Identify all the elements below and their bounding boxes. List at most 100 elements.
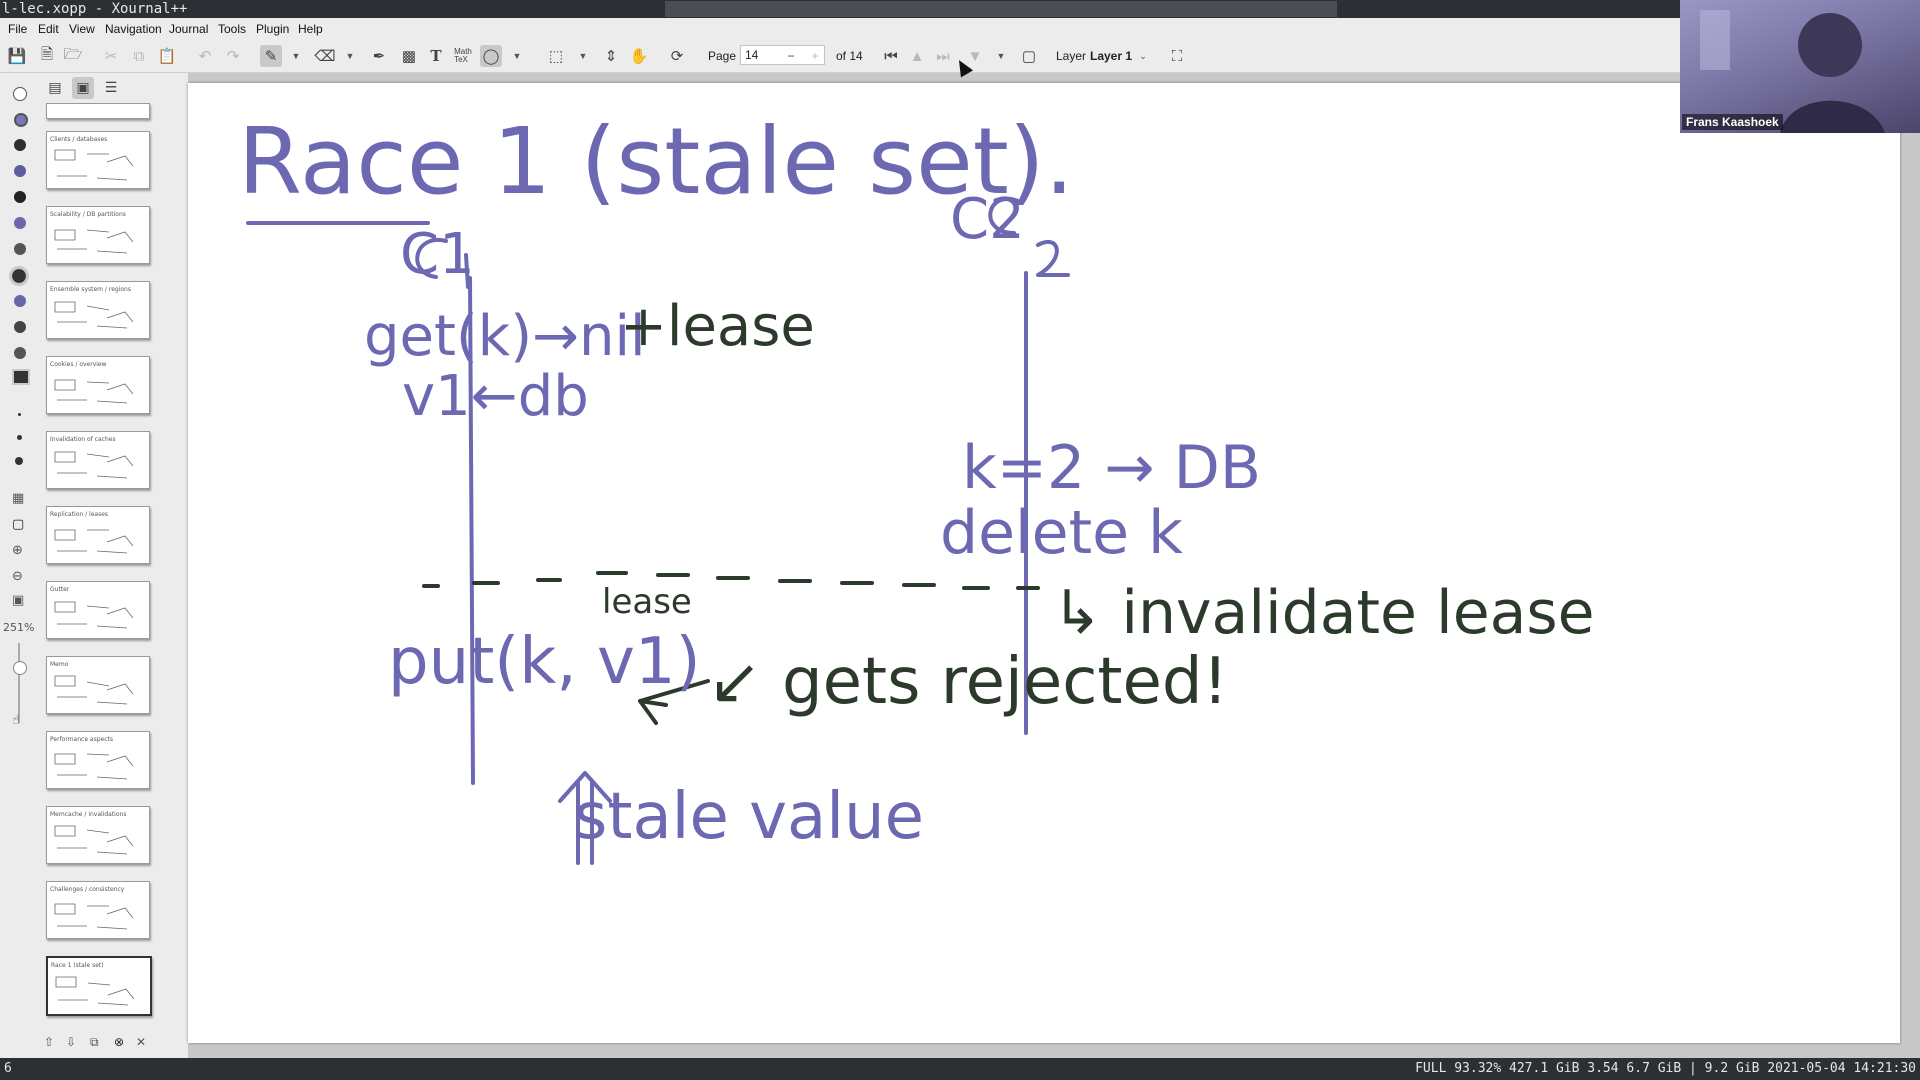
color-dark[interactable] <box>14 191 26 203</box>
fit-page-icon[interactable]: ▢ <box>12 517 25 532</box>
page-thumbnail[interactable]: Gutter <box>46 581 150 639</box>
size-tiny-icon[interactable] <box>18 413 21 416</box>
last-page-icon[interactable]: ▼ <box>967 47 983 65</box>
size-small-icon[interactable] <box>17 435 22 440</box>
size-medium-icon[interactable] <box>15 457 23 465</box>
next-page-icon[interactable]: ⏭ <box>936 47 950 65</box>
thumbnail-ink <box>54 229 134 254</box>
layer-select[interactable]: Layer 1 <box>1090 49 1133 63</box>
page-number-input[interactable]: 14 <box>740 45 825 65</box>
eraser-icon[interactable]: ⌫ <box>314 48 336 65</box>
zoom-fit-icon[interactable]: ▣ <box>12 593 25 608</box>
layer-dropdown-icon[interactable]: ⌄ <box>1139 50 1147 61</box>
hand-tool-icon[interactable]: ☝ <box>12 713 20 728</box>
redo-icon[interactable]: ↷ <box>226 48 240 65</box>
menu-view[interactable]: View <box>69 22 95 36</box>
eraser-dropdown-icon[interactable]: ▼ <box>345 51 355 61</box>
color-purple-light[interactable] <box>14 113 28 127</box>
color-black[interactable] <box>14 139 26 151</box>
color-slate[interactable] <box>14 347 26 359</box>
highlighter-icon[interactable]: ✒ <box>372 48 386 65</box>
journal-page[interactable]: Race 1 (stale set). C1 C2 get(k)→nil +le… <box>188 83 1900 1043</box>
vertical-space-icon[interactable]: ⇕ <box>604 48 618 65</box>
thumbnail-caption: Race 1 (stale set) <box>51 962 104 969</box>
shapes-dropdown-icon[interactable]: ▼ <box>512 51 522 61</box>
zoom-in-icon[interactable]: ⊕ <box>12 543 23 558</box>
canvas-area[interactable]: Race 1 (stale set). C1 C2 get(k)→nil +le… <box>188 56 1920 1058</box>
pen-icon[interactable]: ✎ <box>260 45 282 67</box>
tab-page-preview-icon[interactable]: ▤ <box>48 80 62 96</box>
color-violet[interactable] <box>14 217 26 229</box>
page-thumbnail[interactable]: Scalability / DB partitions <box>46 206 150 264</box>
page-thumbnail[interactable]: Challenges / consistency <box>46 881 150 939</box>
menu-edit[interactable]: Edit <box>38 22 59 36</box>
menu-tools[interactable]: Tools <box>218 22 247 36</box>
page-thumbnail[interactable]: Replication / leases <box>46 506 150 564</box>
move-page-up-icon[interactable]: ⇧ <box>44 1035 55 1049</box>
text-icon[interactable]: T <box>430 47 442 65</box>
open-icon[interactable]: 🗁 <box>63 45 83 63</box>
page-thumbnail[interactable]: Performance aspects <box>46 731 150 789</box>
tab-page-thumbnails-icon[interactable]: ▣ <box>72 77 94 99</box>
copy-icon[interactable]: ⧉ <box>133 47 145 65</box>
color-gray[interactable] <box>14 243 26 255</box>
color-purple[interactable] <box>14 165 26 177</box>
delete-page-icon[interactable]: ⊗ <box>114 1035 125 1049</box>
page-thumbnail[interactable]: Memcache / invalidations <box>46 806 150 864</box>
close-sidebar-icon[interactable]: ✕ <box>136 1035 147 1049</box>
zoom-out-icon[interactable]: ⊖ <box>12 569 23 584</box>
grid-icon[interactable]: ▦ <box>12 491 25 506</box>
select-dropdown-icon[interactable]: ▼ <box>578 51 588 61</box>
move-page-down-icon[interactable]: ⇩ <box>66 1035 77 1049</box>
page-thumbnail[interactable]: Clients / databases <box>46 131 150 189</box>
thumbnail-sketch: Race 1 (stale set) <box>51 962 135 1006</box>
tab-layers-icon[interactable]: ☰ <box>104 80 118 96</box>
fill-swatch[interactable] <box>12 369 30 385</box>
menu-navigation[interactable]: Navigation <box>105 22 162 36</box>
menu-journal[interactable]: Journal <box>169 22 209 36</box>
thumbnail-ink <box>54 601 134 629</box>
page-thumbnail[interactable]: Cookies / overview <box>46 356 150 414</box>
color-charcoal[interactable] <box>14 321 26 333</box>
image-icon[interactable]: ▩ <box>401 48 417 65</box>
pen-dropdown-icon[interactable]: ▼ <box>291 51 301 61</box>
page-decrement-icon[interactable]: − <box>787 49 795 63</box>
workspace-number[interactable]: 6 <box>4 1061 12 1076</box>
nav-dropdown-icon[interactable]: ▼ <box>996 51 1006 61</box>
page-thumbnail[interactable]: Memo <box>46 656 150 714</box>
prev-page-icon[interactable]: ▲ <box>909 47 925 65</box>
save-icon[interactable]: 💾 <box>7 48 27 65</box>
page-thumbnail[interactable]: Ensemble system / regions <box>46 281 150 339</box>
page-thumbnail[interactable]: Invalidation of caches <box>46 431 150 489</box>
cut-icon[interactable]: ✂ <box>104 48 118 65</box>
color-selected[interactable] <box>9 266 29 286</box>
page-thumbnail[interactable] <box>46 103 150 119</box>
c2-label: C2 <box>950 187 1025 252</box>
menu-file[interactable]: File <box>8 22 28 36</box>
color-white[interactable] <box>13 87 27 101</box>
page-increment-icon[interactable]: + <box>811 49 819 63</box>
hand-icon[interactable]: ✋ <box>629 48 649 65</box>
first-page-icon[interactable]: ⏮ <box>884 47 898 65</box>
paste-icon[interactable]: 📋 <box>157 48 177 65</box>
zoom-slider-handle[interactable] <box>13 661 27 675</box>
shapes-icon[interactable]: ◯ <box>480 45 502 67</box>
fullscreen-icon[interactable]: ⛶ <box>1171 47 1183 65</box>
select-rect-icon[interactable]: ⬚ <box>548 48 564 65</box>
page-thumbnail[interactable]: Race 1 (stale set) <box>46 956 152 1016</box>
new-page-icon[interactable]: 🗎 <box>40 45 54 63</box>
copy-page-icon[interactable]: ⧉ <box>90 1035 99 1049</box>
menu-plugin[interactable]: Plugin <box>256 22 290 36</box>
stale-text: stale value <box>574 780 924 854</box>
c1-timeline <box>468 276 475 785</box>
thumbnail-sketch: Scalability / DB partitions <box>50 211 134 254</box>
layer-icon[interactable]: ▢ <box>1021 48 1037 65</box>
menu-help[interactable]: Help <box>298 22 323 36</box>
undo-icon[interactable]: ↶ <box>198 48 212 65</box>
color-indigo[interactable] <box>14 295 26 307</box>
c1-lease-text: +lease <box>620 294 815 359</box>
zoom-slider-track[interactable] <box>18 643 20 723</box>
color-palette-column: ▦ ▢ ⊕ ⊖ ▣ 251% ☝ <box>0 73 39 1058</box>
rotate-icon[interactable]: ⟳ <box>670 48 684 65</box>
